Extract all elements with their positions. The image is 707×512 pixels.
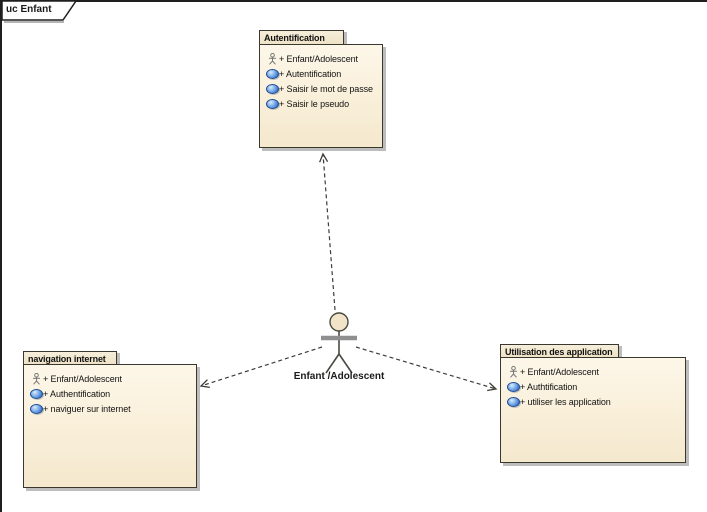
package-item-label: + naviguer sur internet [43, 403, 131, 414]
package-item-label: + Enfant/Adolescent [279, 53, 358, 64]
actor-icon [29, 372, 43, 385]
usecase-icon [29, 403, 43, 414]
actor-left-leg [325, 353, 340, 374]
package-item[interactable]: + Enfant/Adolescent [260, 51, 382, 66]
actor-icon [265, 52, 279, 65]
package-tab[interactable]: navigation internet [23, 351, 117, 365]
diagram-frame-label: uc Enfant [6, 4, 52, 15]
usecase-icon [29, 388, 43, 399]
package-item[interactable]: + Saisir le pseudo [260, 96, 382, 111]
package-item-label: + Enfant/Adolescent [43, 373, 122, 384]
connector-actor-to-autentification[interactable] [319, 152, 336, 311]
connector-actor-to-navigation-internet[interactable] [199, 346, 323, 388]
package-item[interactable]: + utiliser les application [501, 394, 685, 409]
package-item[interactable]: + Enfant/Adolescent [501, 364, 685, 379]
package-body[interactable]: + Enfant/Adolescent + Authentification +… [23, 364, 197, 488]
package-item-label: + Saisir le pseudo [279, 98, 349, 109]
package-item[interactable]: + naviguer sur internet [24, 401, 196, 416]
package-item-label: + Authentification [43, 388, 111, 399]
usecase-icon [265, 68, 279, 79]
package-item-label: + Authtification [520, 381, 578, 392]
package-body[interactable]: + Enfant/Adolescent + Autentification + … [259, 44, 383, 148]
package-body[interactable]: + Enfant/Adolescent + Authtification + u… [500, 357, 686, 463]
actor-label: Enfant /Adolescent [293, 371, 385, 382]
actor-figure[interactable] [321, 312, 357, 374]
usecase-icon [506, 396, 520, 407]
usecase-icon [265, 83, 279, 94]
package-item-label: + Saisir le mot de passe [279, 83, 373, 94]
usecase-icon [506, 381, 520, 392]
actor-icon [506, 365, 520, 378]
package-item[interactable]: + Autentification [260, 66, 382, 81]
package-item[interactable]: + Saisir le mot de passe [260, 81, 382, 96]
usecase-icon [265, 98, 279, 109]
package-tab[interactable]: Utilisation des application [500, 344, 619, 358]
package-item[interactable]: + Authtification [501, 379, 685, 394]
actor-right-leg [338, 353, 353, 374]
package-tab[interactable]: Autentification [259, 30, 344, 45]
package-item-label: + Autentification [279, 68, 342, 79]
package-item-label: + Enfant/Adolescent [520, 366, 599, 377]
package-item-label: + utiliser les application [520, 396, 611, 407]
package-item[interactable]: + Enfant/Adolescent [24, 371, 196, 386]
connector-actor-to-utilisation-des-application[interactable] [355, 346, 498, 392]
frame-tab [1, 0, 78, 21]
package-item[interactable]: + Authentification [24, 386, 196, 401]
actor-head [329, 312, 349, 332]
